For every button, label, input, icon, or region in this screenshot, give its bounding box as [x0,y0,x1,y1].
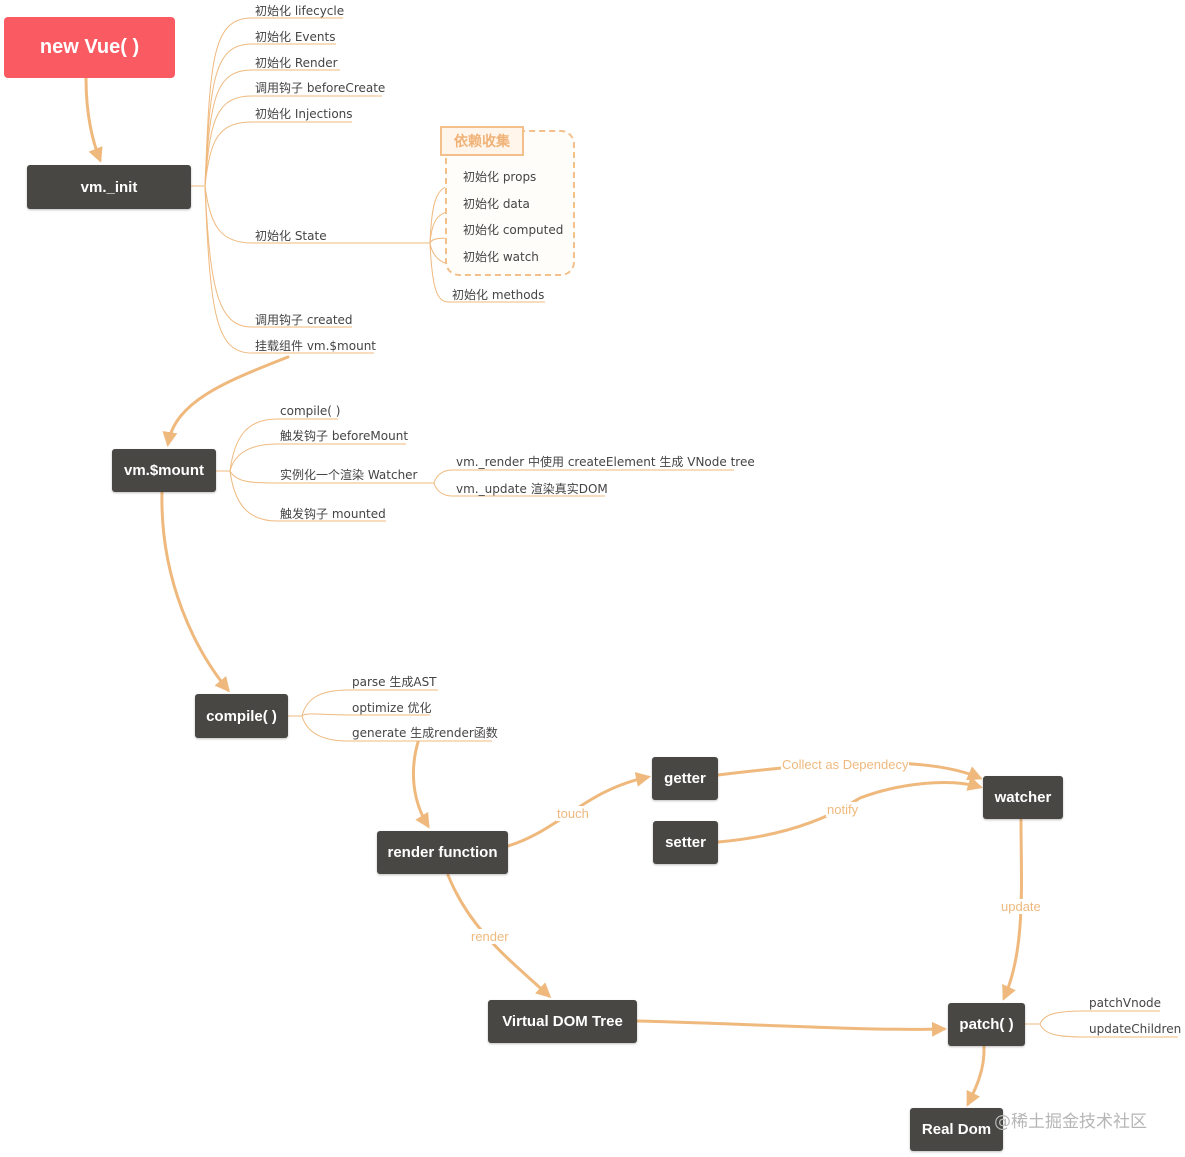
getter-node[interactable]: getter [652,757,718,800]
edge-label-touch: touch [556,806,590,821]
vm-render-step: vm._render 中使用 createElement 生成 VNode tr… [456,455,755,469]
render-function-node[interactable]: render function [377,831,508,874]
hook-created: 调用钩子 created [255,313,353,327]
mount-compile: compile( ) [280,404,341,418]
init-data: 初始化 data [463,197,530,211]
init-props: 初始化 props [463,170,537,184]
virtual-dom-tree-node[interactable]: Virtual DOM Tree [488,1000,637,1043]
render-watcher: 实例化一个渲染 Watcher [280,468,418,482]
compile-optimize: optimize 优化 [352,701,432,715]
patch-node[interactable]: patch( ) [948,1003,1025,1046]
edge-label-collect: Collect as Dependecy [781,757,910,772]
hook-before-create: 调用钩子 beforeCreate [255,81,386,95]
init-state: 初始化 State [255,229,327,243]
hook-before-mount: 触发钩子 beforeMount [280,429,409,443]
watcher-node[interactable]: watcher [983,776,1063,819]
hook-mounted: 触发钩子 mounted [280,507,386,521]
real-dom-node[interactable]: Real Dom [910,1108,1003,1151]
compile-node[interactable]: compile( ) [195,694,288,738]
edge-label-update: update [1000,899,1042,914]
init-methods: 初始化 methods [452,288,545,302]
compile-generate: generate 生成render函数 [352,726,498,740]
edge-label-render: render [470,929,510,944]
init-watch: 初始化 watch [463,250,539,264]
watermark: @稀土掘金技术社区 [994,1112,1147,1132]
init-injections: 初始化 Injections [255,107,353,121]
vm-init-node[interactable]: vm._init [27,165,191,209]
vm-mount-node[interactable]: vm.$mount [112,449,216,492]
update-children: updateChildren [1089,1022,1182,1036]
dependency-label: 依赖收集 [440,126,524,156]
init-lifecycle: 初始化 lifecycle [255,4,345,18]
init-render: 初始化 Render [255,56,338,70]
setter-node[interactable]: setter [653,821,718,864]
init-events: 初始化 Events [255,30,336,44]
vm-update-step: vm._update 渲染真实DOM [456,482,608,496]
init-computed: 初始化 computed [463,223,564,237]
patch-vnode: patchVnode [1089,996,1162,1010]
edge-label-notify: notify [826,802,860,817]
new-vue-node[interactable]: new Vue( ) [4,17,175,78]
mount-component: 挂载组件 vm.$mount [255,339,377,353]
compile-parse: parse 生成AST [352,675,437,689]
